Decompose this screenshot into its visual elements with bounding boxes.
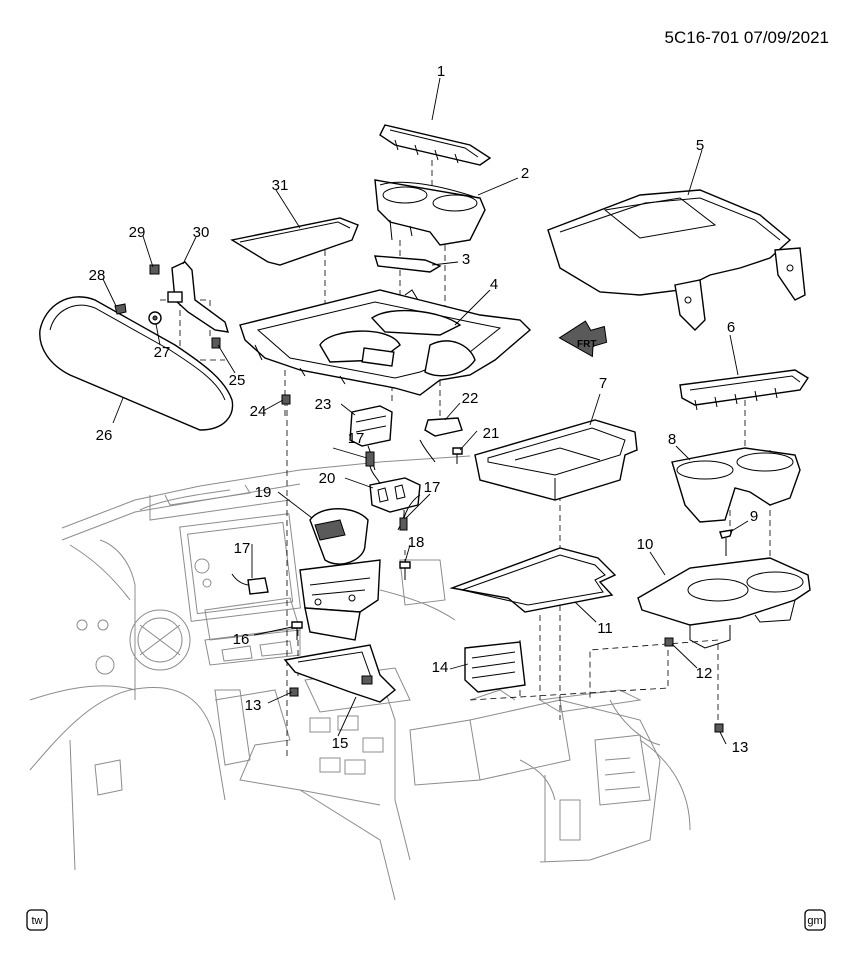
- part-20-switch-module: [369, 477, 421, 531]
- part-17-harness-middle: [399, 494, 421, 531]
- callout-21: 21: [483, 425, 500, 442]
- badge-gm-label: gm: [807, 915, 822, 927]
- callout-23: 23: [315, 396, 332, 413]
- badge-gm: gm: [804, 909, 826, 931]
- part-11-mat: [449, 547, 617, 613]
- part-5-armrest-lid: [547, 189, 806, 331]
- part-29-fastener: [149, 264, 160, 275]
- callout-20: 20: [319, 470, 336, 487]
- leader-lines: [102, 77, 749, 745]
- callout-27: 27: [154, 344, 171, 361]
- callout-29: 29: [129, 224, 146, 241]
- part-28-fastener: [114, 303, 127, 315]
- callouts: 1 2 3 4 5 6 7 8 9 10 11 12 13 14 15 16 1…: [89, 63, 759, 756]
- part-3-pad: [374, 255, 442, 273]
- callout-2: 2: [521, 165, 529, 182]
- part-7-storage-tray: [474, 419, 638, 501]
- part-31-panel: [230, 217, 359, 266]
- callout-10: 10: [637, 536, 654, 553]
- part-8-cup-holder: [671, 447, 801, 523]
- callout-3: 3: [462, 251, 470, 268]
- part-27-fastener: [148, 311, 162, 325]
- callout-8: 8: [668, 431, 676, 448]
- part-26-armrest-pad: [39, 296, 234, 431]
- callout-17-b: 17: [424, 479, 441, 496]
- part-30-hinge-bracket: [167, 261, 229, 333]
- part-9-screw: [719, 529, 734, 556]
- callout-1: 1: [437, 63, 445, 80]
- diagram-code: 5C16-701 07/09/2021: [665, 28, 829, 47]
- callout-5: 5: [696, 137, 704, 154]
- part-1-bezel: [379, 124, 492, 166]
- callout-7: 7: [599, 375, 607, 392]
- callout-6: 6: [727, 319, 735, 336]
- callout-22: 22: [462, 390, 479, 407]
- badge-tw: tw: [26, 909, 48, 931]
- part-22-connector: [419, 417, 463, 463]
- part-14-bracket: [464, 641, 526, 693]
- part-17-harness-left: [231, 573, 269, 595]
- part-13-clip-left: [289, 687, 299, 697]
- callout-25: 25: [229, 372, 246, 389]
- part-6-bezel: [679, 369, 809, 411]
- part-13-clip: [714, 723, 724, 733]
- callout-14: 14: [432, 659, 449, 676]
- badge-tw-label: tw: [32, 915, 43, 927]
- callout-12: 12: [696, 665, 713, 682]
- callout-9: 9: [750, 508, 758, 525]
- callout-13: 13: [732, 739, 749, 756]
- callout-19: 19: [255, 484, 272, 501]
- front-direction-indicator: FRT: [558, 320, 608, 358]
- part-2-cup-holder-insert: [374, 179, 486, 246]
- part-25-clip: [211, 337, 221, 349]
- callout-13-b: 13: [245, 697, 262, 714]
- callout-26: 26: [96, 427, 113, 444]
- callout-17-c: 17: [234, 540, 251, 557]
- part-10-console-panel: [637, 557, 811, 649]
- part-24-clip: [281, 394, 291, 405]
- callout-17: 17: [348, 430, 365, 447]
- callout-16: 16: [233, 631, 250, 648]
- callout-24: 24: [250, 403, 267, 420]
- callout-30: 30: [193, 224, 210, 241]
- callout-15: 15: [332, 735, 349, 752]
- callout-28: 28: [89, 267, 106, 284]
- callout-11: 11: [597, 620, 613, 637]
- callout-4: 4: [490, 276, 498, 293]
- part-12-clip: [664, 637, 674, 647]
- part-18-bolt: [399, 561, 411, 580]
- callout-18: 18: [408, 534, 425, 551]
- part-4-console-trim: [239, 289, 532, 396]
- part-21-bolt: [452, 447, 463, 464]
- part-15-base-bracket: [283, 644, 397, 703]
- part-17-harness-upper: [365, 451, 381, 485]
- front-direction-label: FRT: [577, 339, 596, 350]
- part-16-bolt: [291, 621, 303, 640]
- part-19-shifter: [299, 508, 381, 641]
- callout-31: 31: [272, 177, 289, 194]
